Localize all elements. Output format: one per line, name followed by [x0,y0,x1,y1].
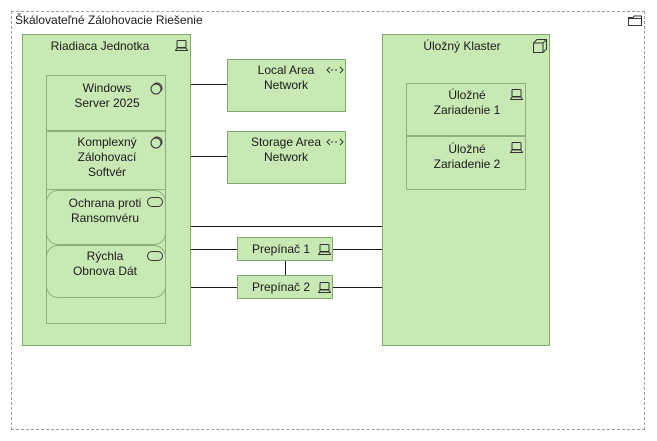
connector-switch1-switch2 [285,261,286,275]
storage-device-2-line1: Úložné [448,142,486,156]
san-line2: Network [263,150,308,164]
connector-lan [190,84,227,85]
group-title: Škálovateľné Zálohovacie Riešenie [15,13,203,27]
storage-cluster-title: Úložný Klaster [423,39,501,53]
switch-1-node[interactable]: Prepínač 1 [237,237,333,261]
device-icon [175,40,188,51]
lan-line1: Local Area [257,63,315,77]
switch-2-node[interactable]: Prepínač 2 [237,275,333,299]
device-icon [318,282,331,293]
storage-device-1[interactable]: Úložné Zariadenie 1 [406,83,526,136]
windows-server-box[interactable]: Windows Server 2025 [46,75,166,131]
backup-software-line3: Softvér [87,165,126,179]
backup-software-line1: Komplexný [77,135,137,149]
storage-device-1-line2: Zariadenie 1 [433,103,501,117]
service-icon [147,251,163,261]
connector-san [190,156,227,157]
san-node[interactable]: Storage Area Network [227,131,346,184]
fast-restore-line1: Rýchla [86,249,124,263]
device-icon [318,244,331,255]
windows-server-line2: Server 2025 [74,96,140,110]
ransomware-line1: Ochrana proti [68,196,142,210]
connector-switch2-right [333,287,383,288]
storage-device-1-line1: Úložné [448,88,486,102]
lan-node[interactable]: Local Area Network [227,59,346,112]
switch-1-title: Prepínač 1 [252,242,311,256]
storage-device-2[interactable]: Úložné Zariadenie 2 [406,136,526,190]
san-line1: Storage Area [250,135,322,149]
device-icon [510,142,523,153]
connector-switch1-left [190,249,237,250]
system-software-icon [150,136,163,149]
windows-server-line1: Windows [82,81,132,95]
device-icon [510,89,523,100]
switch-2-title: Prepínač 2 [252,280,311,294]
fast-restore-line2: Obnova Dát [72,264,138,278]
connector-ransomware-cluster [165,226,383,227]
node-icon [533,39,547,53]
network-icon [326,138,344,146]
network-icon [326,66,344,74]
service-icon [147,197,163,207]
backup-software-box[interactable]: Komplexný Zálohovací Softvér [46,131,166,190]
backup-software-line2: Zálohovací [77,150,137,164]
ransomware-protection-service[interactable]: Ochrana proti Ransomvéru [46,190,166,245]
system-software-icon [150,82,163,95]
storage-device-2-line2: Zariadenie 2 [433,157,501,171]
fast-restore-service[interactable]: Rýchla Obnova Dát [46,245,166,298]
control-unit-title: Riadiaca Jednotka [50,39,150,53]
ransomware-line2: Ransomvéru [70,211,140,225]
connector-switch1-right [333,249,383,250]
storage-cluster-node[interactable]: Úložný Klaster [382,34,550,346]
folder-icon [628,15,642,26]
lan-line2: Network [263,78,308,92]
connector-switch2-left [190,287,237,288]
